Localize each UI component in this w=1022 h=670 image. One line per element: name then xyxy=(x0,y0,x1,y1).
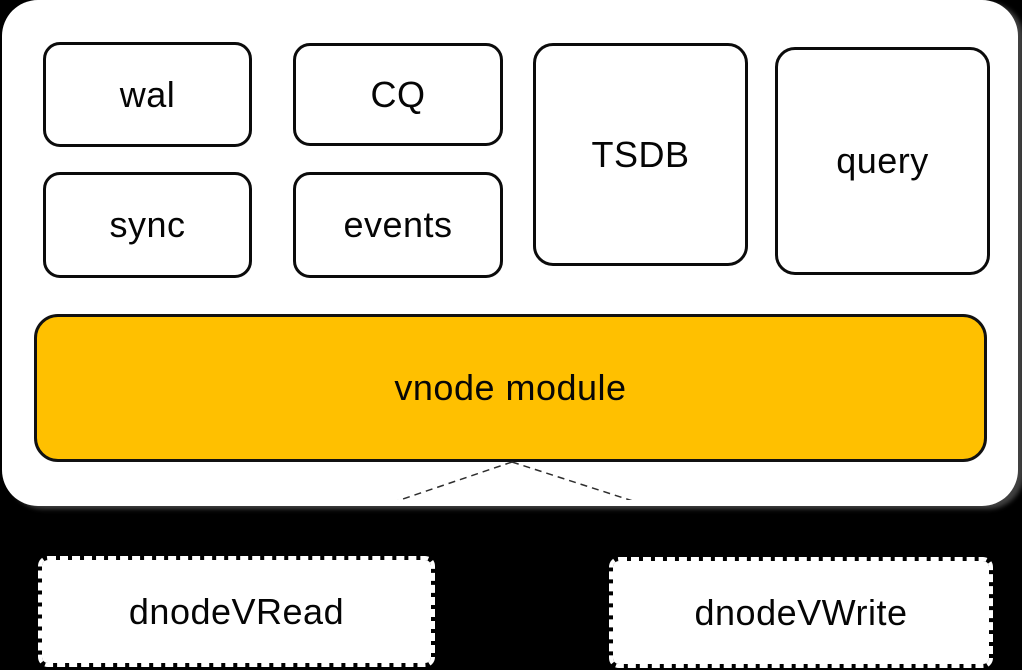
dnode-vread-label: dnodeVRead xyxy=(128,590,345,632)
module-box-query: query xyxy=(775,47,990,275)
dnode-vwrite-box: dnodeVWrite xyxy=(609,557,993,668)
module-box-sync: sync xyxy=(43,172,252,278)
module-label-events: events xyxy=(343,204,453,245)
connector-line-right xyxy=(511,461,633,500)
module-label-sync: sync xyxy=(109,204,186,245)
module-box-tsdb: TSDB xyxy=(533,43,748,266)
connector-line-left xyxy=(397,461,513,500)
vnode-module-container: wal CQ sync events TSDB query vnode modu… xyxy=(2,0,1018,506)
module-box-events: events xyxy=(293,172,503,278)
module-label-tsdb: TSDB xyxy=(591,133,690,175)
vnode-module-label: vnode module xyxy=(394,367,627,408)
module-label-wal: wal xyxy=(119,73,176,115)
module-box-wal: wal xyxy=(43,42,252,147)
module-box-cq: CQ xyxy=(293,43,503,146)
module-label-cq: CQ xyxy=(370,73,426,115)
module-label-query: query xyxy=(836,140,929,181)
dnode-vwrite-label: dnodeVWrite xyxy=(694,591,908,633)
vnode-module-bar: vnode module xyxy=(34,314,987,462)
dnode-vread-box: dnodeVRead xyxy=(38,556,435,667)
